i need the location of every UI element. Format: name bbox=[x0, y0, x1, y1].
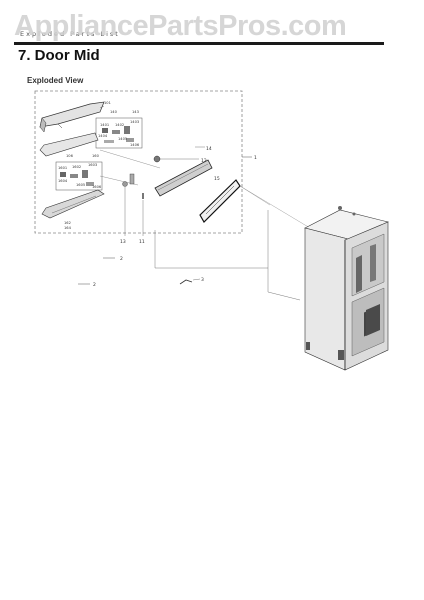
section-subtitle: Exploded View bbox=[27, 76, 84, 85]
assembly-boundary bbox=[34, 90, 243, 234]
page-title: 7. Door Mid bbox=[18, 47, 100, 64]
callout-3: 3 bbox=[201, 277, 204, 283]
callout-1402: 1402 bbox=[115, 123, 124, 127]
callout-143: 143 bbox=[132, 110, 139, 114]
cable-part-3 bbox=[179, 278, 201, 285]
refrigerator-body bbox=[304, 206, 389, 371]
door-panel-14 bbox=[154, 159, 213, 197]
callout-1606: 1606 bbox=[92, 185, 102, 189]
bracket-part bbox=[129, 173, 135, 185]
callout-1: 1 bbox=[254, 155, 257, 161]
callout-106: 106 bbox=[66, 154, 74, 158]
callout-13: 13 bbox=[120, 239, 126, 245]
gasket-panel-15 bbox=[199, 179, 241, 223]
hinge-detail-box-lower bbox=[55, 161, 103, 191]
door-side-panel bbox=[39, 132, 99, 157]
callout-1404: 1404 bbox=[98, 134, 108, 138]
callout-11: 11 bbox=[139, 239, 145, 245]
callout-1603: 1603 bbox=[88, 163, 97, 167]
screw-part-11 bbox=[142, 193, 144, 236]
door-lower-rail bbox=[41, 189, 105, 219]
header-caption: Exploded Parts List bbox=[20, 30, 120, 38]
callout-2-upper: 2 bbox=[120, 256, 123, 262]
callout-1604: 1604 bbox=[58, 179, 68, 183]
hinge-parts-upper bbox=[102, 126, 134, 143]
callout-2-lower: 2 bbox=[93, 282, 96, 288]
callout-101: 101 bbox=[104, 101, 111, 105]
callout-1403: 1403 bbox=[130, 120, 139, 124]
door-cap-upper bbox=[39, 101, 105, 133]
callout-162: 162 bbox=[64, 221, 71, 225]
screw-part-13 bbox=[122, 181, 128, 236]
hinge-parts-lower bbox=[60, 170, 94, 186]
callout-1605: 1605 bbox=[76, 183, 85, 187]
callout-140: 140 bbox=[110, 110, 118, 114]
callout-1401: 1401 bbox=[100, 123, 109, 127]
callout-1406: 1406 bbox=[130, 143, 140, 147]
callout-1601: 1601 bbox=[58, 166, 67, 170]
callout-12: 12 bbox=[201, 158, 207, 164]
watermark-logo: AppliancePartsPros.com bbox=[14, 10, 347, 42]
clip-part-12 bbox=[153, 155, 199, 163]
callout-1602: 1602 bbox=[72, 165, 81, 169]
callout-160: 160 bbox=[92, 154, 100, 158]
callout-14: 14 bbox=[206, 146, 212, 152]
hinge-detail-box-upper bbox=[95, 117, 143, 149]
callout-15: 15 bbox=[214, 176, 220, 182]
header-divider bbox=[14, 42, 384, 45]
callout-1405: 1405 bbox=[118, 137, 127, 141]
callout-164: 164 bbox=[64, 226, 72, 230]
